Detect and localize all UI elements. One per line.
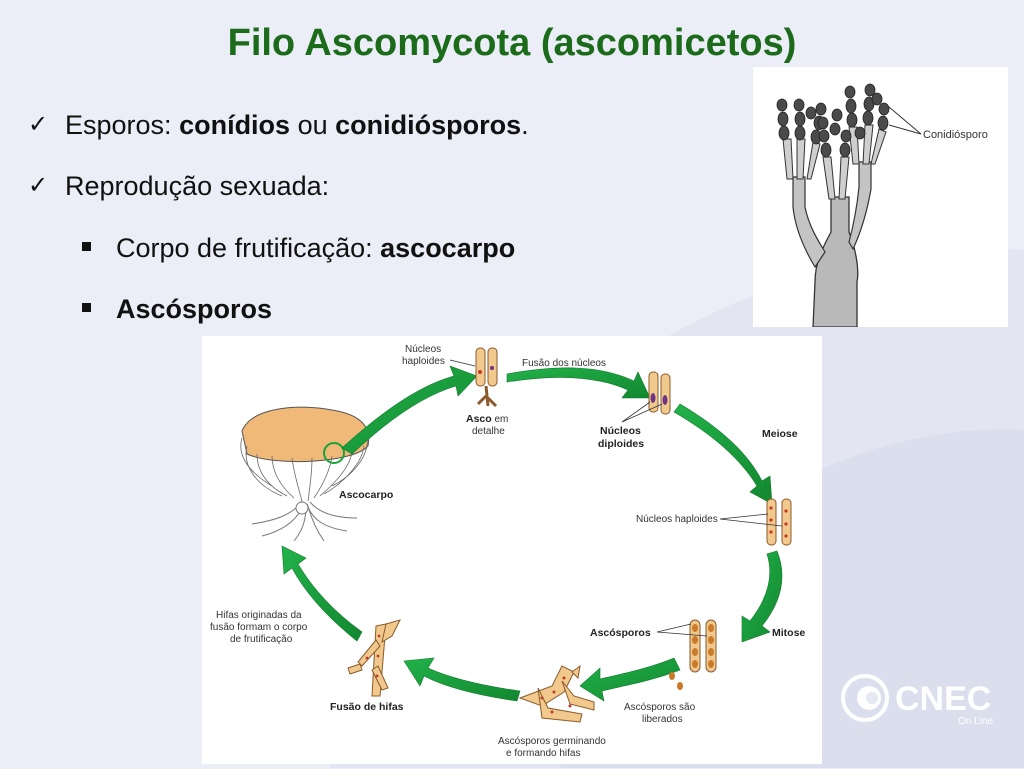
fusao-hifas-illustration (347, 619, 401, 697)
bullet-bold: conidiósporos (335, 110, 522, 140)
bullet-text: ou (290, 110, 336, 140)
asco-label: Asco em (466, 413, 508, 425)
ascocarpo-label: Ascocarpo (339, 489, 393, 501)
cycle-arrows (281, 365, 783, 702)
germinando-illustration (518, 664, 595, 723)
nucleos-diploides-label: Núcleos diploides (598, 425, 644, 450)
cnec-logo-text: CNEC (895, 680, 991, 718)
mitose-label: Mitose (772, 627, 805, 639)
conidiophore-illustration: Conidiósporo (776, 83, 988, 328)
ascocarpo-illustration (240, 406, 370, 542)
asco-detalhe-label: detalhe (472, 426, 505, 437)
subbullet-ascosporos: Ascósporos (116, 294, 272, 325)
square-bullet-icon (82, 303, 91, 312)
ascosporos-liberados-label: Ascósporos são liberados (624, 702, 698, 725)
asco-detalhe-illustration (449, 347, 498, 408)
conidiosporo-figure: Conidiósporo (753, 67, 1008, 328)
nucleos-haploides-right-label: Núcleos haploides (636, 514, 718, 525)
slide-title: Filo Ascomycota (ascomicetos) (227, 22, 797, 64)
meiose-label: Meiose (762, 428, 798, 440)
ascosporos-germinando-label: Ascósporos germinando e formando hifas (498, 736, 609, 759)
bullet-bold: conídios (179, 110, 291, 140)
life-cycle-svg: Ascocarpo Núcleos (210, 344, 805, 759)
nucleos-haploides-top-label: Núcleos haploides (402, 344, 445, 367)
bullet-text: Esporos: (65, 110, 180, 140)
bullet-text: Reprodução sexuada: (65, 171, 330, 201)
bullet-reproducao: Reprodução sexuada: (65, 171, 329, 202)
fusao-nucleos-label: Fusão dos núcleos (522, 358, 606, 369)
cnec-logo: CNEC On Line (840, 668, 1015, 730)
bullet-text: Corpo de frutificação: (116, 233, 381, 263)
bullet-bold: Ascósporos (116, 294, 273, 324)
subbullet-corpo: Corpo de frutificação: ascocarpo (116, 233, 515, 264)
ascosporos-label: Ascósporos (590, 627, 651, 639)
bullet-esporos: Esporos: conídios ou conidiósporos. (65, 110, 529, 141)
bullet-text: . (521, 110, 529, 140)
ascosporos-illustration (656, 619, 717, 690)
cnec-logo-subtext: On Line (958, 716, 993, 727)
checkmark-icon: ✓ (28, 111, 49, 138)
hifas-originadas-label: Hifas originadas da fusão formam o corpo… (210, 610, 310, 645)
nucleos-diploides-illustration (621, 371, 671, 423)
checkmark-icon: ✓ (28, 172, 49, 199)
square-bullet-icon (82, 242, 91, 251)
nucleos-haploides-illustration (719, 498, 792, 546)
life-cycle-diagram: Ascocarpo Núcleos (202, 336, 822, 764)
cnec-logo-mark: CNEC On Line (841, 674, 993, 727)
conidiosporo-label: Conidiósporo (923, 129, 988, 141)
bullet-bold: ascocarpo (380, 233, 516, 263)
fusao-hifas-label: Fusão de hifas (330, 701, 404, 713)
